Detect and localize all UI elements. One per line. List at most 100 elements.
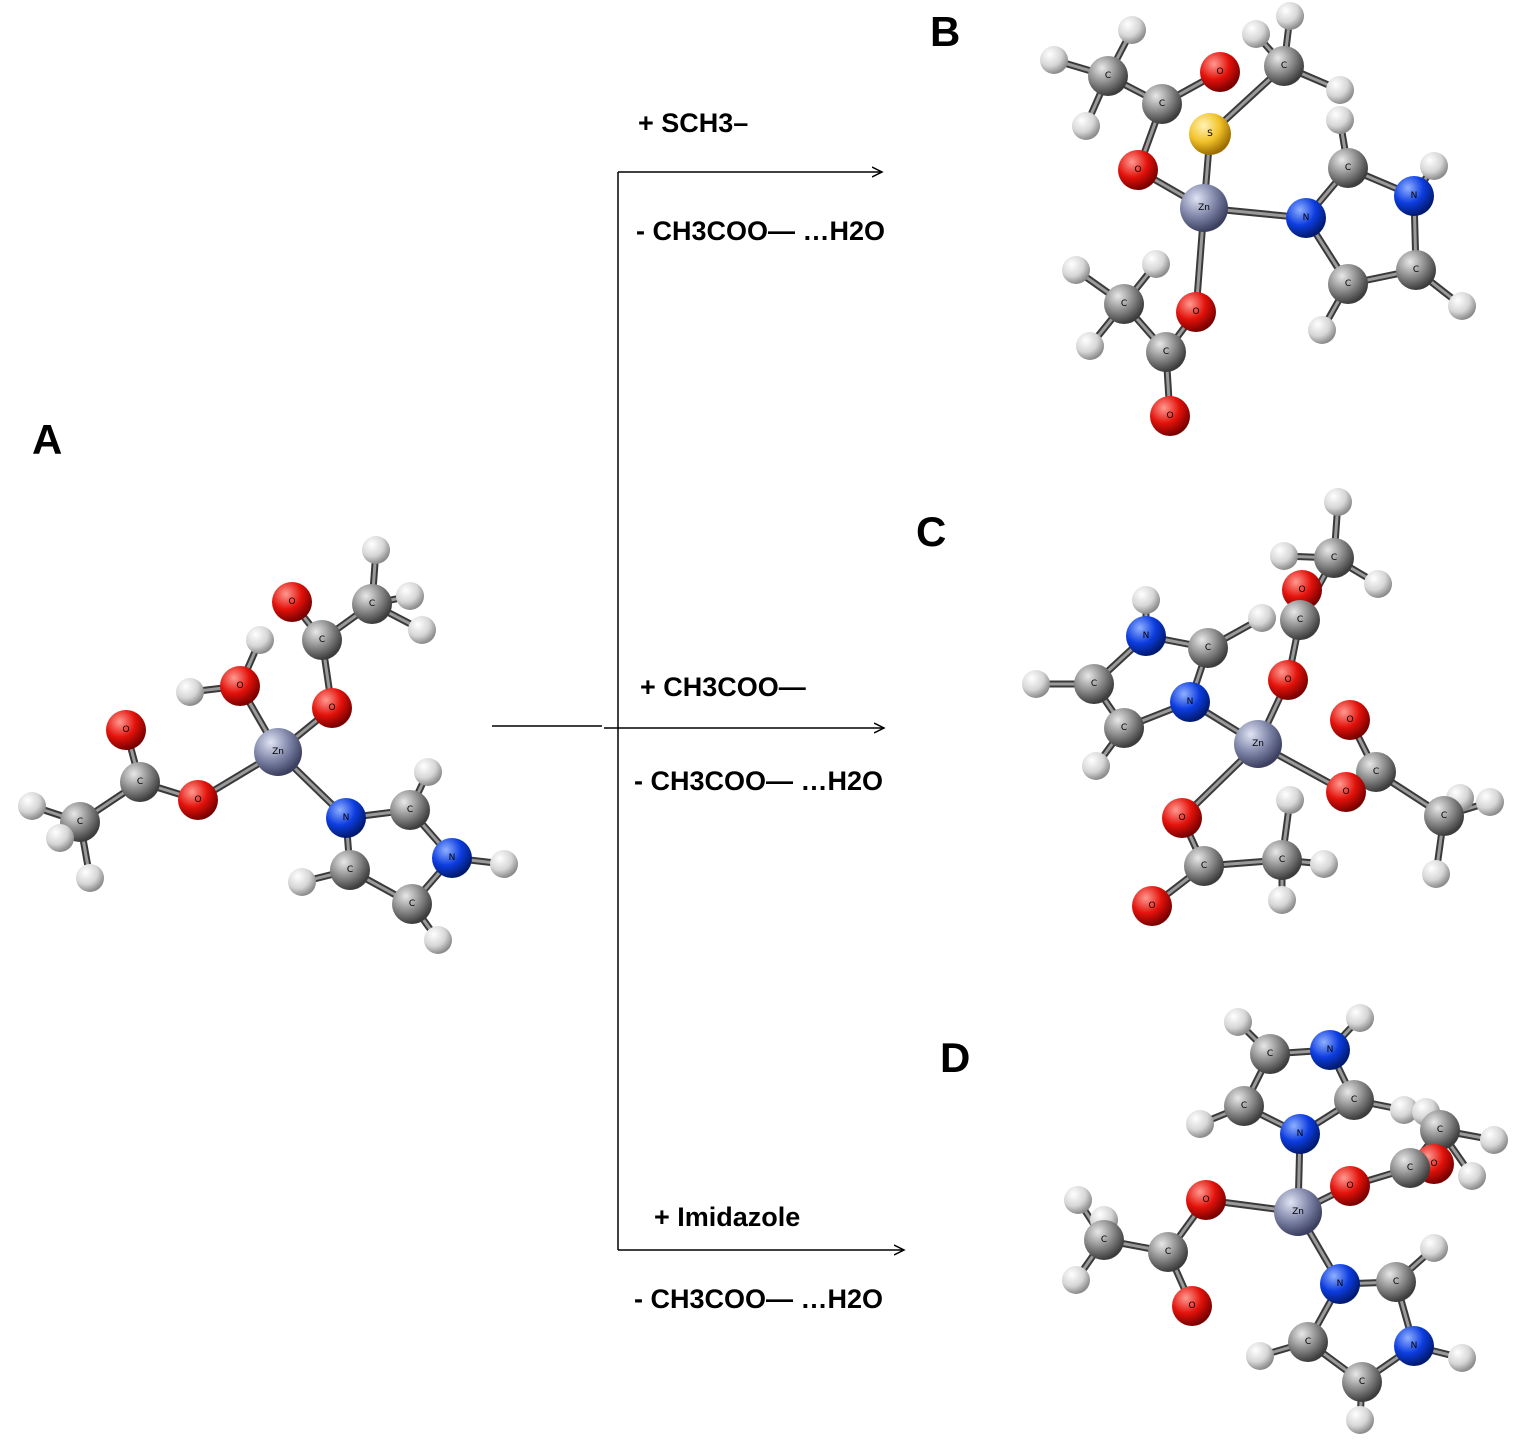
oxygen-atom: O [1330, 700, 1370, 740]
panel-label-d: D [940, 1034, 970, 1081]
hydrogen-sphere [1062, 256, 1090, 284]
oxygen-symbol: O [1166, 411, 1173, 421]
carbon-atom: C [120, 762, 160, 802]
hydrogen-atom [18, 792, 46, 820]
carbon-sphere [1146, 332, 1186, 372]
carbon-symbol: C [1305, 1337, 1311, 1347]
oxygen-sphere [1132, 886, 1172, 926]
hydrogen-atom [396, 582, 424, 610]
nitrogen-atom: N [432, 838, 472, 878]
hydrogen-atom [1422, 860, 1450, 888]
carbon-symbol: C [1121, 299, 1127, 309]
nitrogen-symbol: N [1411, 1341, 1418, 1351]
oxygen-symbol: O [122, 725, 129, 735]
hydrogen-sphere [1420, 152, 1448, 180]
hydrogen-sphere [18, 792, 46, 820]
nitrogen-sphere [1310, 1030, 1350, 1070]
oxygen-atom: O [106, 710, 146, 750]
hydrogen-atom [1390, 1096, 1418, 1124]
reagent-label-b: + SCH3– [638, 108, 748, 138]
carbon-symbol: C [347, 865, 353, 875]
zinc-symbol: Zn [1252, 739, 1264, 749]
carbon-sphere [1250, 1034, 1290, 1074]
oxygen-symbol: O [1346, 715, 1353, 725]
oxygen-symbol: O [1342, 787, 1349, 797]
carbon-atom: C [1280, 600, 1320, 640]
hydrogen-sphere [1076, 332, 1104, 360]
oxygen-atom: O [178, 780, 218, 820]
oxygen-sphere [1200, 52, 1240, 92]
hydrogen-atom [1276, 786, 1304, 814]
hydrogen-sphere [1346, 1406, 1374, 1434]
carbon-atom: C [302, 620, 342, 660]
oxygen-symbol: O [288, 597, 295, 607]
carbon-atom: C [1424, 796, 1464, 836]
oxygen-atom: O [1172, 1286, 1212, 1326]
hydrogen-atom [1022, 670, 1050, 698]
hydrogen-atom [424, 926, 452, 954]
oxygen-symbol: O [1192, 307, 1199, 317]
oxygen-atom: O [220, 666, 260, 706]
hydrogen-sphere [414, 758, 442, 786]
carbon-atom: C [1262, 840, 1302, 880]
hydrogen-atom [76, 864, 104, 892]
carbon-atom: C [1420, 1110, 1460, 1150]
carbon-atom: C [1328, 264, 1368, 304]
sulfur-symbol: S [1207, 129, 1213, 139]
hydrogen-sphere [408, 616, 436, 644]
hydrogen-atom [1326, 106, 1354, 134]
nitrogen-symbol: N [1327, 1045, 1334, 1055]
oxygen-symbol: O [236, 681, 243, 691]
hydrogen-atom [1242, 20, 1270, 48]
carbon-sphere [1288, 1322, 1328, 1362]
oxygen-atom: O [1118, 150, 1158, 190]
carbon-atom: C [1250, 1034, 1290, 1074]
hydrogen-sphere [176, 678, 204, 706]
hydrogen-atom [1480, 1126, 1508, 1154]
carbon-atom: C [392, 884, 432, 924]
hydrogen-atom [1268, 886, 1296, 914]
nitrogen-sphere [432, 838, 472, 878]
oxygen-atom: O [1268, 660, 1308, 700]
hydrogen-sphere [1082, 752, 1110, 780]
carbon-symbol: C [1159, 99, 1165, 109]
hydrogen-sphere [1268, 886, 1296, 914]
zinc-atom: Zn [254, 728, 302, 776]
carbon-symbol: C [369, 599, 375, 609]
hydrogen-atom [1246, 1342, 1274, 1370]
oxygen-sphere [1150, 396, 1190, 436]
hydrogen-sphere [1448, 292, 1476, 320]
reagent-label-d: + Imidazole [654, 1202, 800, 1232]
byproduct-label-c: - CH3COO— …H2O [634, 766, 883, 796]
oxygen-symbol: O [1216, 67, 1223, 77]
sulfur-atom: S [1189, 113, 1231, 155]
carbon-atom: C [1148, 1232, 1188, 1272]
oxygen-atom: O [1150, 396, 1190, 436]
nitrogen-atom: N [1286, 198, 1326, 238]
hydrogen-sphere [1324, 488, 1352, 516]
zinc-sphere [1274, 1188, 1322, 1236]
hydrogen-sphere [1022, 670, 1050, 698]
carbon-sphere [1088, 56, 1128, 96]
hydrogen-sphere [1142, 250, 1170, 278]
oxygen-symbol: O [1346, 1181, 1353, 1191]
oxygen-sphere [1172, 1286, 1212, 1326]
hydrogen-sphere [1246, 1342, 1274, 1370]
carbon-symbol: C [1281, 61, 1287, 71]
hydrogen-sphere [1118, 16, 1146, 44]
carbon-sphere [352, 584, 392, 624]
hydrogen-atom [1132, 586, 1160, 614]
nitrogen-atom: N [1126, 616, 1166, 656]
oxygen-symbol: O [1430, 1159, 1437, 1169]
sulfur-sphere [1189, 113, 1231, 155]
carbon-symbol: C [1267, 1049, 1273, 1059]
hydrogen-sphere [1326, 106, 1354, 134]
nitrogen-symbol: N [343, 813, 350, 823]
hydrogen-atom [1062, 256, 1090, 284]
carbon-atom: C [1390, 1148, 1430, 1188]
carbon-atom: C [1314, 538, 1354, 578]
hydrogen-sphere [1364, 570, 1392, 598]
